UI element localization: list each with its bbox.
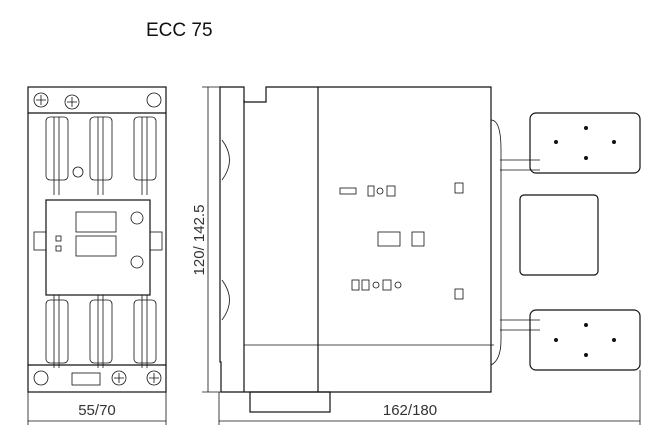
front-view xyxy=(27,86,167,393)
width-dimension: 55/70 xyxy=(78,402,116,419)
height-dimension: 120/ 142.5 xyxy=(191,205,208,276)
depth-dimension: 162/180 xyxy=(383,402,437,419)
side-view xyxy=(219,86,641,413)
drawing-title: ECC 75 xyxy=(146,20,213,41)
dimension-lines xyxy=(27,86,641,425)
